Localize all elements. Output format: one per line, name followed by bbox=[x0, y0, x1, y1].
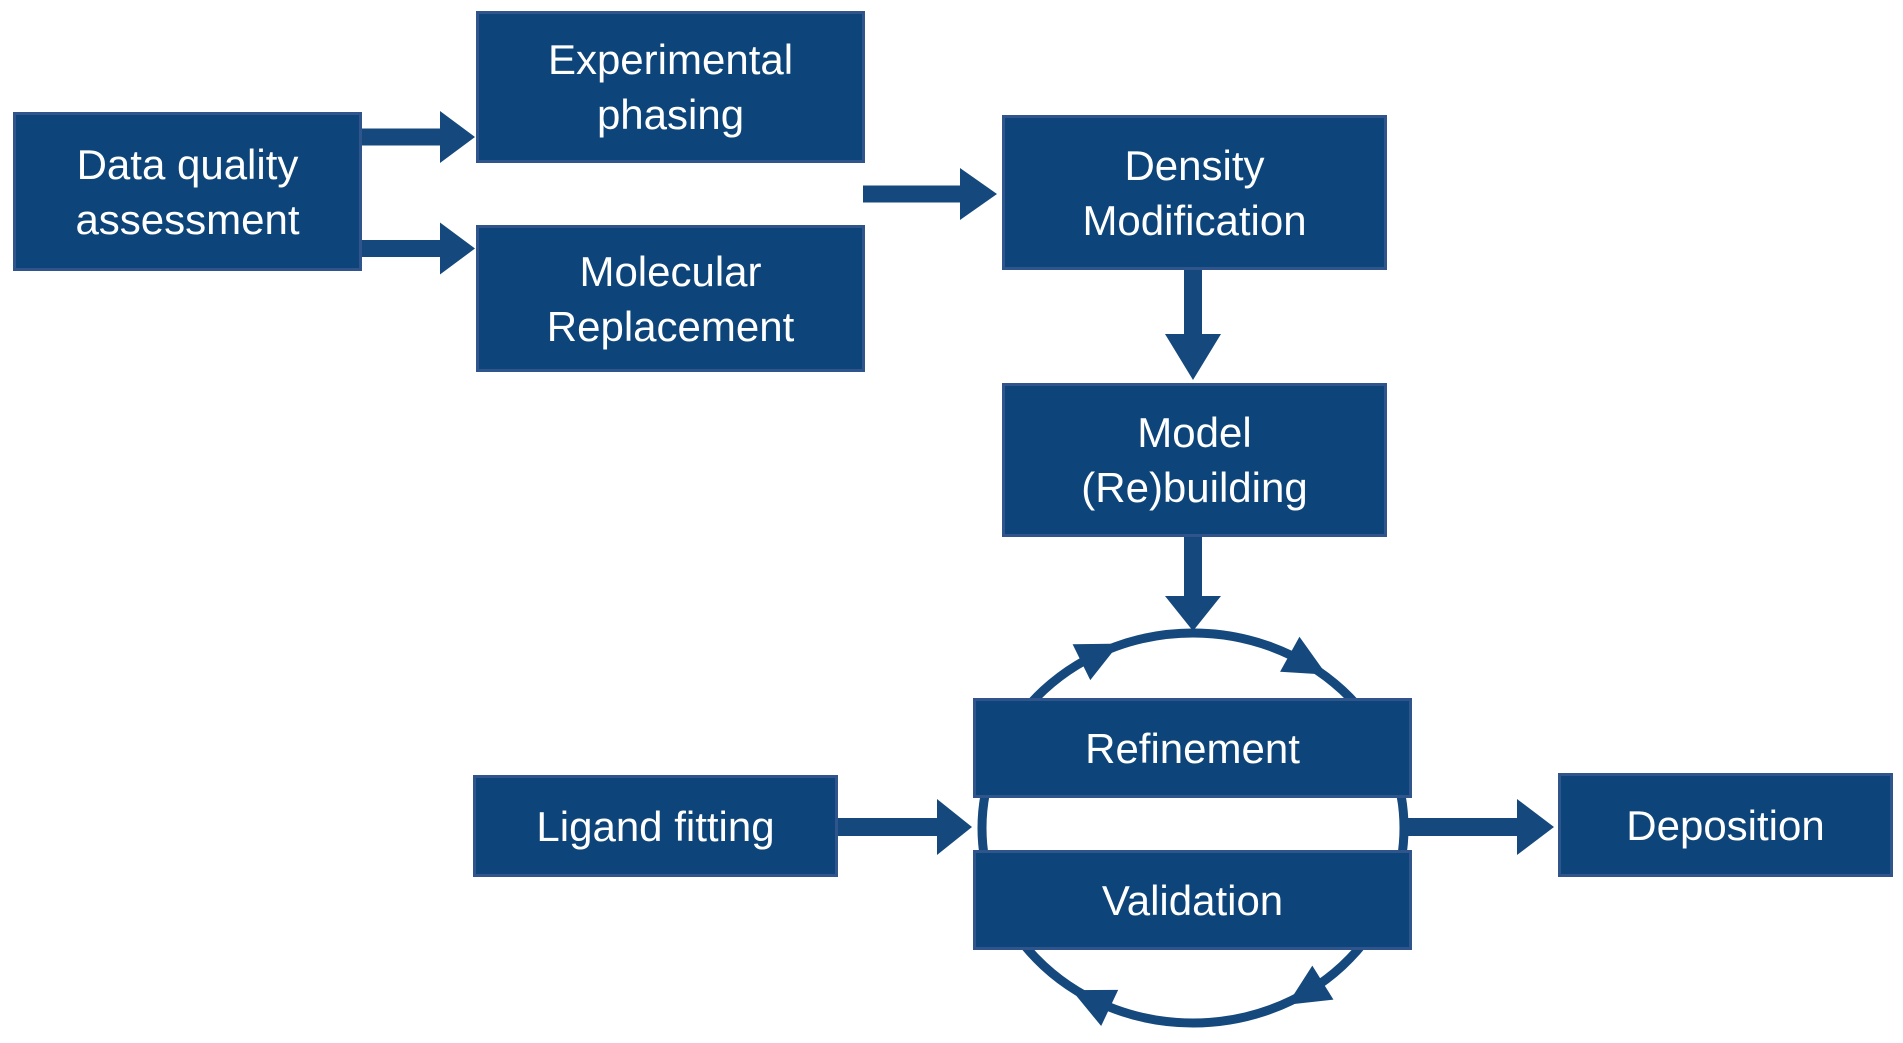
arrow-phasing-to-density bbox=[863, 168, 997, 220]
refinement-validation-cycle-ring bbox=[977, 628, 1409, 1028]
node-label-line: Replacement bbox=[546, 302, 795, 350]
node-label-line: (Re)building bbox=[1081, 464, 1308, 511]
node-model-rebuilding: Model (Re)building bbox=[1002, 383, 1387, 537]
arrow-dataquality-to-experimental bbox=[360, 111, 475, 163]
cycle-arrowhead-top-left bbox=[1072, 643, 1120, 681]
node-validation: Validation bbox=[973, 850, 1412, 950]
node-label-line: Refinement bbox=[1085, 724, 1300, 772]
node-label-line: assessment bbox=[75, 195, 300, 243]
node-label-line: Ligand fitting bbox=[536, 802, 775, 850]
arrow-density-to-model bbox=[1165, 268, 1221, 380]
arrow-ligand-to-cycle bbox=[836, 799, 972, 855]
node-label-line: Model bbox=[1137, 409, 1252, 456]
node-label-line: Modification bbox=[1082, 196, 1307, 244]
arrow-cycle-to-deposition bbox=[1405, 799, 1554, 855]
node-molecular-replacement: Molecular Replacement bbox=[476, 225, 865, 372]
node-label-line: Experimental bbox=[547, 36, 794, 83]
arrow-model-to-cycle bbox=[1165, 535, 1221, 631]
node-label-line: Data quality bbox=[76, 140, 299, 188]
node-refinement: Refinement bbox=[973, 698, 1412, 798]
node-label-line: Validation bbox=[1101, 876, 1284, 924]
node-label-line: Molecular bbox=[579, 247, 762, 295]
node-label-line: phasing bbox=[596, 91, 745, 138]
cycle-arrowhead-top-right bbox=[1280, 636, 1327, 675]
cycle-arrowhead-bottom-left bbox=[1071, 989, 1119, 1027]
node-label-line: Density bbox=[1124, 141, 1265, 189]
node-experimental-phasing: Experimental phasing bbox=[476, 11, 865, 163]
cycle-arrowhead-bottom-right bbox=[1287, 965, 1334, 1005]
node-density-modification: Density Modification bbox=[1002, 115, 1387, 270]
node-ligand-fitting: Ligand fitting bbox=[473, 775, 838, 877]
arrow-dataquality-to-molecular bbox=[360, 222, 475, 275]
node-deposition: Deposition bbox=[1558, 773, 1893, 877]
node-data-quality-assessment: Data quality assessment bbox=[13, 112, 362, 271]
node-label-line: Deposition bbox=[1626, 801, 1825, 849]
